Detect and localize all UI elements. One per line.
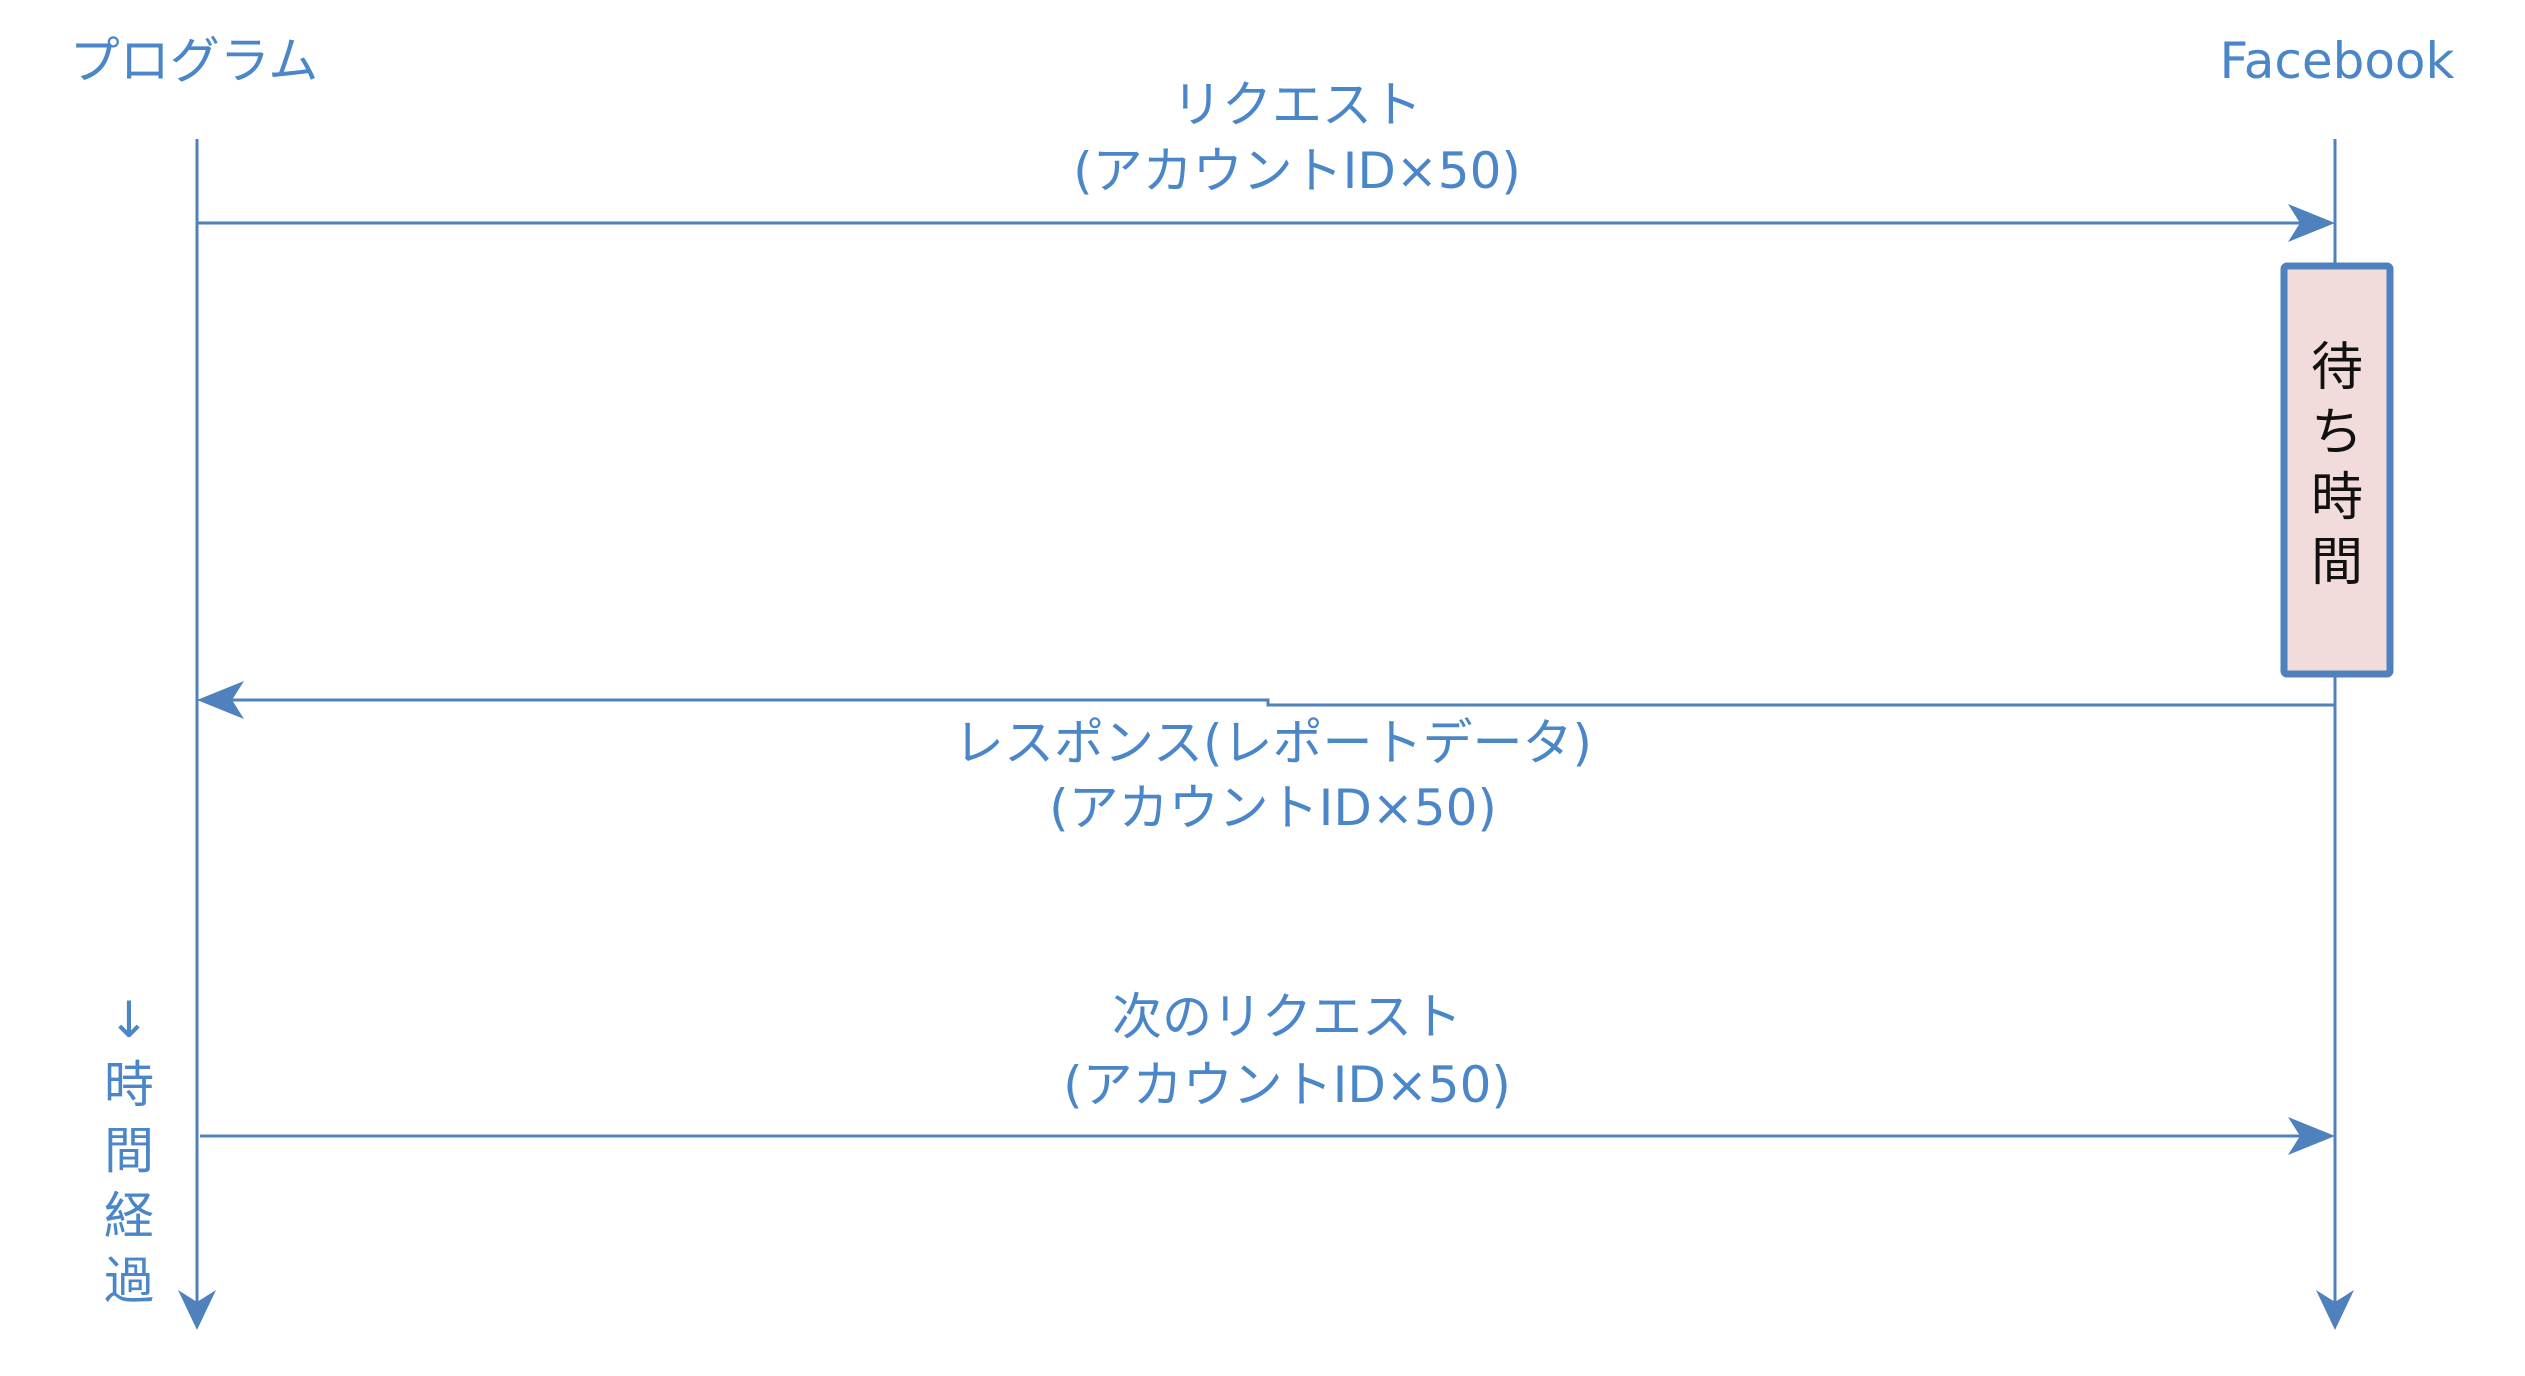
arrow-left-icon <box>197 681 244 719</box>
arrow-right-icon <box>2288 204 2335 242</box>
arrow-right-icon <box>2288 1117 2335 1155</box>
lifeline-program <box>178 139 216 1330</box>
wait-char: 待 <box>2311 338 2363 398</box>
request-arrow <box>197 204 2335 242</box>
participant-program: プログラム <box>70 32 319 90</box>
message-sublabel: (アカウントID×50) <box>1063 1056 1511 1114</box>
message-sublabel: (アカウントID×50) <box>1049 779 1497 837</box>
down-arrow-glyph: ↓ <box>108 991 150 1049</box>
participant-facebook: Facebook <box>2220 32 2455 90</box>
time-elapsed-label: ↓ 時 間 経 過 <box>104 991 154 1310</box>
time-char: 間 <box>104 1122 154 1180</box>
message-label: 次のリクエスト <box>1112 988 1462 1046</box>
message-sublabel: (アカウントID×50) <box>1073 142 1521 200</box>
arrow-down-icon <box>2316 1290 2354 1330</box>
time-char: 経 <box>104 1187 154 1245</box>
message-label: レスポンス(レポートデータ) <box>954 714 1592 772</box>
message-label: リクエスト <box>1172 76 1422 134</box>
arrow-down-icon <box>178 1290 216 1330</box>
wait-time-box: 待 ち 時 間 <box>2280 262 2394 678</box>
wait-char: 時 <box>2311 468 2363 528</box>
wait-char: 間 <box>2311 533 2363 593</box>
time-char: 過 <box>104 1252 154 1310</box>
next-request-arrow <box>200 1117 2335 1155</box>
time-char: 時 <box>104 1056 154 1114</box>
response-arrow <box>197 681 2335 719</box>
wait-char: ち <box>2311 403 2363 463</box>
